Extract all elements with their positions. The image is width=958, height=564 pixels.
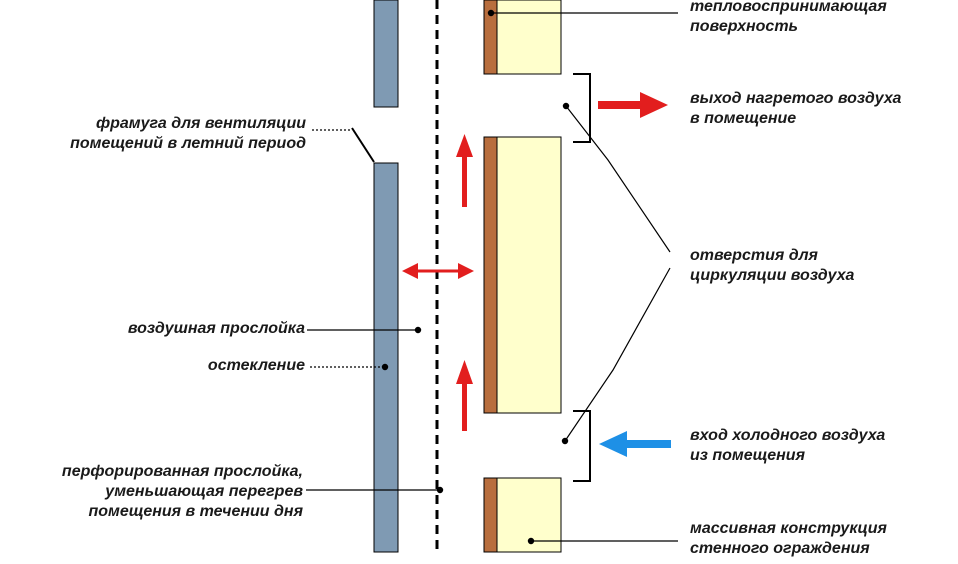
glazing-lower xyxy=(373,162,399,553)
label-line: уменьшающая перегрев xyxy=(105,483,303,500)
label-line: из помещения xyxy=(690,447,805,464)
label-absorbing-surface: тепловоспринимающая поверхность xyxy=(690,0,887,37)
label-line: воздушная прослойка xyxy=(127,320,305,337)
label-line: циркуляции воздуха xyxy=(690,267,855,284)
label-line: стенного ограждения xyxy=(690,540,870,557)
label-warm-air-outlet: выход нагретого воздуха в помещение xyxy=(690,89,901,129)
vent-transom xyxy=(351,127,375,163)
label-massive-wall: массивная конструкция стенного ограждени… xyxy=(690,519,887,559)
wall-block-top xyxy=(483,0,562,75)
label-perforated-layer: перфорированная прослойка, уменьшающая п… xyxy=(62,462,303,522)
label-line: фрамуга для вентиляции xyxy=(95,115,306,132)
bracket-upper xyxy=(573,73,591,143)
label-cold-air-inlet: вход холодного воздуха из помещения xyxy=(690,426,885,466)
label-vent-transom: фрамуга для вентиляции помещений в летни… xyxy=(70,114,306,154)
double-arrow-icon xyxy=(402,263,474,279)
label-line: выход нагретого воздуха xyxy=(690,90,902,107)
label-line: поверхность xyxy=(690,18,799,35)
arrow-up-icon xyxy=(456,134,473,207)
label-line: в помещение xyxy=(690,110,797,127)
arrow-up-icon xyxy=(456,360,473,431)
label-air-layer: воздушная прослойка xyxy=(128,319,305,339)
arrow-left-icon xyxy=(599,431,671,457)
arrow-right-icon xyxy=(598,92,668,118)
label-line: перфорированная прослойка, xyxy=(61,463,303,480)
label-line: тепловоспринимающая xyxy=(690,0,887,15)
bracket-lower xyxy=(573,410,591,482)
label-line: помещения в течении дня xyxy=(88,503,303,520)
label-line: помещений в летний период xyxy=(70,135,306,152)
glazing-upper xyxy=(373,0,399,108)
label-glazing: остекление xyxy=(208,356,305,376)
label-line: отверстия для xyxy=(690,247,818,264)
label-line: вход холодного воздуха xyxy=(690,427,886,444)
label-circulation-openings: отверстия для циркуляции воздуха xyxy=(690,246,854,286)
label-line: остекление xyxy=(207,357,305,374)
wall-block-bottom xyxy=(483,477,562,553)
wall-block-middle xyxy=(483,136,562,414)
label-line: массивная конструкция xyxy=(690,520,887,537)
leader-lines xyxy=(306,9,678,545)
